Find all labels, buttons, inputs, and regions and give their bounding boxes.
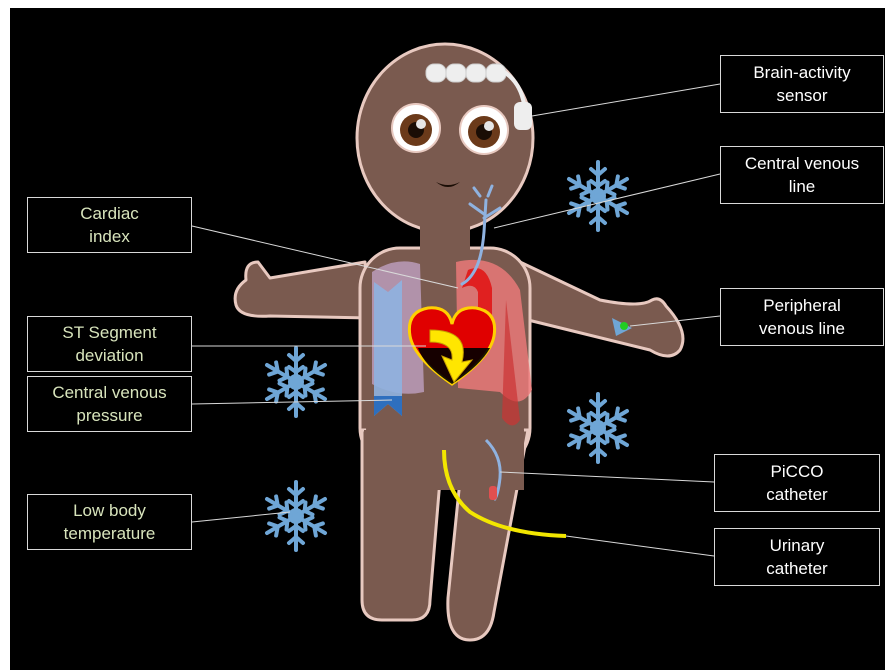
label-line: Low body	[64, 499, 156, 522]
snowflake-icon	[569, 394, 627, 462]
label-line: deviation	[62, 344, 156, 367]
label-line: ST Segment	[62, 321, 156, 344]
snowflake-icon	[267, 348, 325, 416]
label-line: index	[80, 225, 139, 248]
snowflake-icon	[569, 162, 627, 230]
label-line: line	[745, 175, 859, 198]
label-line: pressure	[52, 404, 166, 427]
snowflake-icon	[267, 482, 325, 550]
label-line: venous line	[759, 317, 845, 340]
label-line: catheter	[766, 557, 827, 580]
vena-cava	[374, 280, 402, 416]
label-line: Peripheral	[759, 294, 845, 317]
eye-icon	[392, 104, 440, 152]
label-line: Brain-activity	[753, 61, 850, 84]
label-line: Urinary	[766, 534, 827, 557]
label-line: sensor	[753, 84, 850, 107]
label-line: Central venous	[52, 381, 166, 404]
label-line: catheter	[766, 483, 827, 506]
eye-icon	[460, 106, 508, 154]
label-line: Cardiac	[80, 202, 139, 225]
label-line: PiCCO	[766, 460, 827, 483]
label-line: temperature	[64, 522, 156, 545]
label-line: Central venous	[745, 152, 859, 175]
